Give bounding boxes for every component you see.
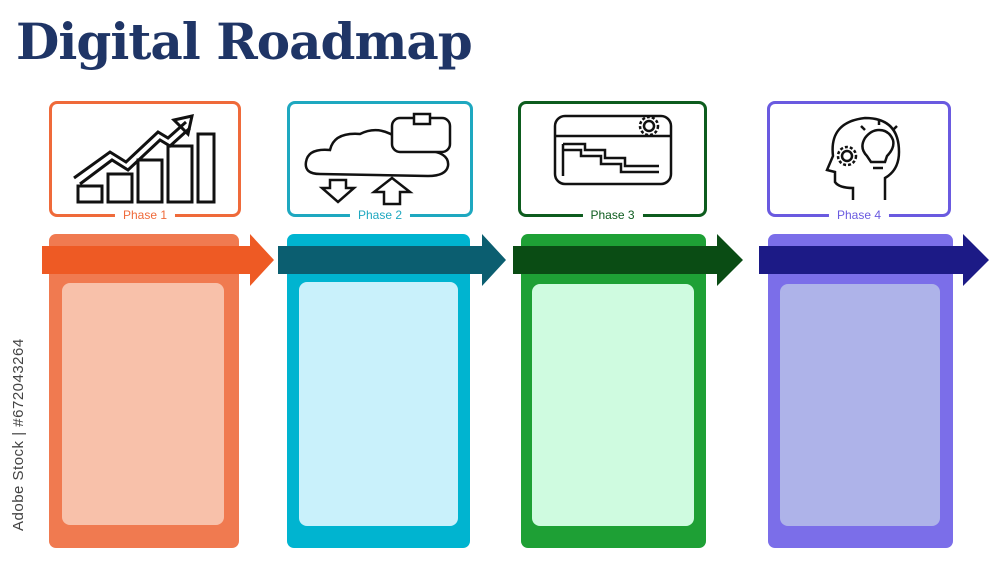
phase-4-column	[768, 234, 953, 548]
phase-3-icon-card: Phase 3	[518, 101, 707, 222]
phase-2-content-box	[299, 282, 458, 526]
phase-1-content-box	[62, 283, 224, 525]
head-idea-icon	[825, 116, 901, 200]
phase-2-column	[287, 234, 470, 548]
dashboard-card-icon	[553, 114, 672, 186]
phase-3-column	[521, 234, 706, 548]
stock-watermark: Adobe Stock | #672043264	[10, 338, 27, 532]
phase-1-icon-card: Phase 1	[49, 101, 241, 222]
phase-3-label: Phase 3	[582, 208, 643, 222]
phase-3-content-box	[532, 284, 694, 526]
phase-2-arrow	[278, 234, 506, 286]
phase-3-arrow	[513, 234, 743, 286]
page-title: Digital Roadmap	[16, 12, 473, 71]
phase-2-icon-card: Phase 2	[287, 101, 473, 222]
phase-4-label: Phase 4	[828, 208, 890, 222]
phase-2-label: Phase 2	[349, 208, 411, 222]
cloud-sync-icon	[304, 112, 452, 206]
phase-1-column	[49, 234, 239, 548]
phase-1-arrow	[42, 234, 274, 286]
phase-1-label: Phase 1	[114, 208, 176, 222]
phase-4-content-box	[780, 284, 940, 526]
phase-4-icon-card: Phase 4	[767, 101, 951, 222]
growth-chart-icon	[73, 114, 216, 204]
phase-4-arrow	[759, 234, 989, 286]
